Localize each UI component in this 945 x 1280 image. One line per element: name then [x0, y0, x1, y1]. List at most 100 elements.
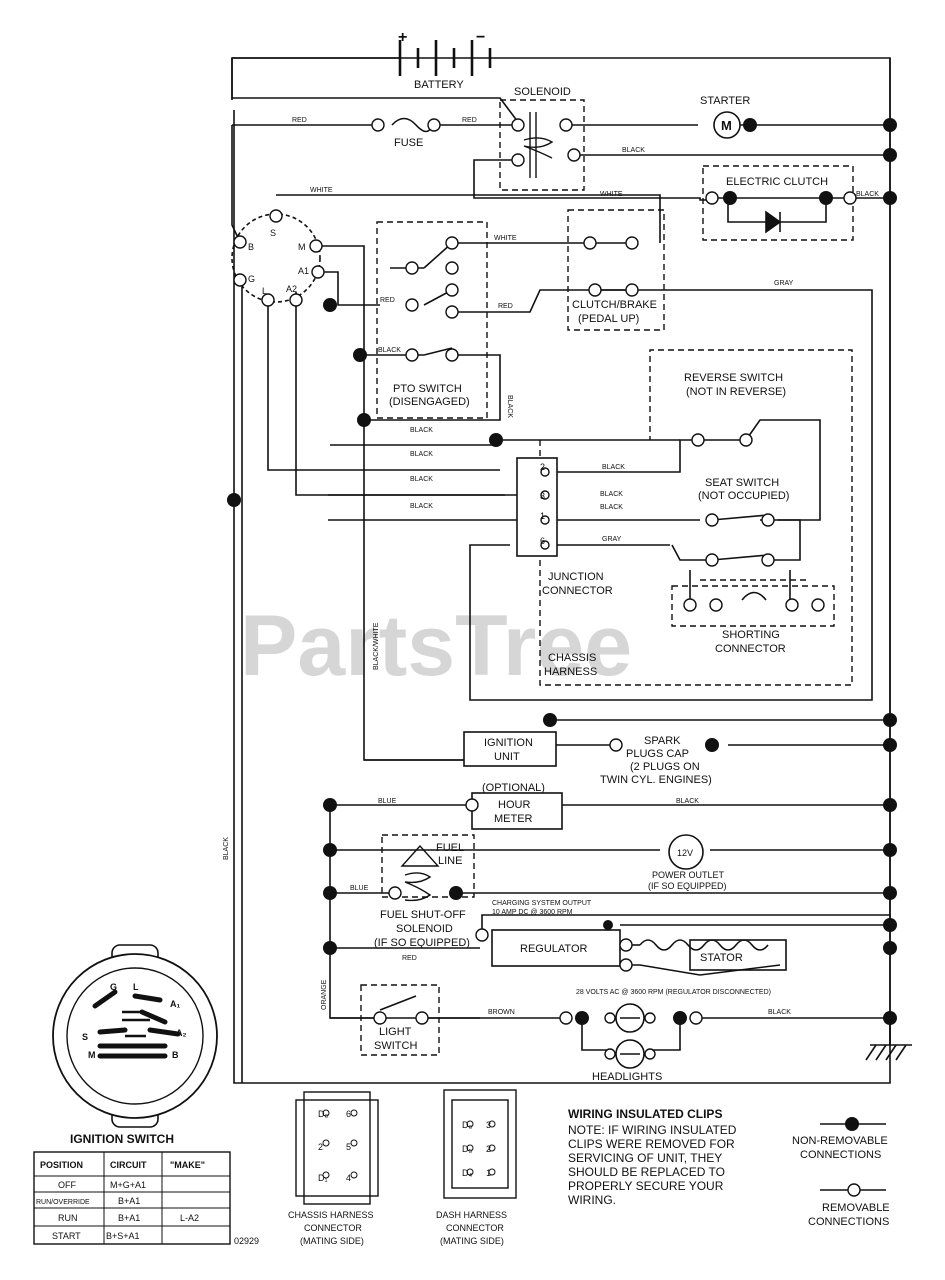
- svg-text:+: +: [398, 29, 407, 46]
- solenoid-label: SOLENOID: [514, 86, 571, 98]
- svg-text:4: 4: [346, 1173, 351, 1183]
- junction-pin-2: 2: [540, 462, 545, 472]
- terminal-a2: A2: [286, 284, 297, 294]
- fuel-shutoff-label-3: (IF SO EQUIPPED): [374, 937, 470, 949]
- hour-meter-optional: (OPTIONAL): [482, 782, 545, 794]
- svg-text:B: B: [172, 1050, 179, 1060]
- dash-harness-connector: [443, 1089, 517, 1199]
- ignition-unit-label-2: UNIT: [494, 751, 520, 763]
- terminal-l: L: [262, 286, 267, 296]
- table-row-3-circuit: B+S+A1: [106, 1231, 140, 1241]
- fuel-line-label: FUEL: [436, 842, 464, 854]
- chassis-harness-connector: [295, 1091, 379, 1205]
- dash-connector-label: DASH HARNESS: [436, 1210, 507, 1220]
- wire-blue-2: BLUE: [350, 885, 369, 892]
- clutch-brake-outline: [567, 209, 665, 331]
- wire-white-3: WHITE: [494, 235, 517, 242]
- terminal-s: S: [270, 228, 276, 238]
- wire-red-5: RED: [402, 955, 417, 962]
- table-row-0-position: OFF: [58, 1180, 76, 1190]
- wire-blue-1: BLUE: [378, 798, 397, 805]
- wire-white-2: WHITE: [600, 191, 623, 198]
- legend-non-removable-2: CONNECTIONS: [800, 1149, 881, 1161]
- svg-text:L: L: [133, 982, 139, 992]
- svg-text:A₂: A₂: [176, 1028, 187, 1038]
- legend-non-removable: NON-REMOVABLE: [792, 1135, 888, 1147]
- power-outlet-note: (IF SO EQUIPPED): [648, 881, 727, 891]
- light-switch-outline: [360, 984, 440, 1056]
- wire-red-4: RED: [498, 303, 513, 310]
- wire-black-pto: BLACK: [506, 395, 513, 418]
- wire-black-9: BLACK: [600, 491, 623, 498]
- junction-pin-1: 1: [540, 511, 545, 521]
- stator-box: [689, 939, 787, 971]
- wire-gray-2: GRAY: [602, 536, 622, 543]
- wire-black-4: BLACK: [410, 427, 433, 434]
- dash-connector-label-3: (MATING SIDE): [440, 1236, 504, 1246]
- note-title: WIRING INSULATED CLIPS: [568, 1107, 722, 1121]
- power-outlet-label: POWER OUTLET: [652, 870, 725, 880]
- svg-text:A₁: A₁: [170, 999, 180, 1009]
- table-header-circuit: CIRCUIT: [110, 1160, 147, 1170]
- junction-connector-label: JUNCTION: [548, 571, 604, 583]
- dash-connector-label-2: CONNECTOR: [446, 1223, 504, 1233]
- chassis-connector-label: CHASSIS HARNESS: [288, 1210, 374, 1220]
- junction-pin-6: 6: [540, 536, 545, 546]
- hour-meter-label: HOUR: [498, 799, 530, 811]
- table-row-3-position: START: [52, 1231, 81, 1241]
- battery-label: BATTERY: [414, 79, 464, 91]
- wire-black-11: BLACK: [676, 798, 699, 805]
- table-header-make: "MAKE": [170, 1160, 205, 1170]
- spark-plugs-label-4: TWIN CYL. ENGINES): [600, 774, 712, 786]
- reverse-switch-state: (NOT IN REVERSE): [686, 386, 786, 398]
- light-switch-label: LIGHT: [379, 1026, 412, 1038]
- wire-black-white: BLACK/WHITE: [373, 622, 380, 670]
- pto-switch-state: (DISENGAGED): [389, 396, 470, 408]
- svg-text:S: S: [82, 1032, 88, 1042]
- fuse-label: FUSE: [394, 137, 423, 149]
- note-line-0: NOTE: IF WIRING INSULATED: [568, 1123, 737, 1137]
- starter-motor: [713, 111, 741, 139]
- note-line-3: SHOULD BE REPLACED TO: [568, 1165, 725, 1179]
- chassis-harness-label-2: HARNESS: [544, 666, 597, 678]
- charging-output-rating: 10 AMP DC @ 3600 RPM: [492, 909, 573, 916]
- note-line-2: SERVICING OF UNIT, THEY: [568, 1151, 722, 1165]
- spark-plugs-label: SPARK: [644, 735, 681, 747]
- note-line-5: WIRING.: [568, 1193, 616, 1207]
- svg-text:3: 3: [486, 1120, 491, 1130]
- terminal-a1: A1: [298, 266, 309, 276]
- table-row-1-position: RUN/OVERRIDE: [36, 1199, 90, 1206]
- shorting-connector-label: SHORTING: [722, 629, 780, 641]
- svg-text:1: 1: [486, 1168, 491, 1178]
- starter-m-label: M: [721, 118, 732, 133]
- wire-black-vertical: BLACK: [223, 837, 230, 860]
- svg-text:2: 2: [318, 1142, 323, 1152]
- table-header-position: POSITION: [40, 1160, 83, 1170]
- wire-white-1: WHITE: [310, 187, 333, 194]
- reverse-switch-label: REVERSE SWITCH: [684, 372, 783, 384]
- headlights-label: HEADLIGHTS: [592, 1071, 662, 1083]
- pto-switch-outline: [376, 221, 488, 419]
- table-row-2-circuit: B+A1: [118, 1213, 140, 1223]
- stator-label: STATOR: [700, 952, 743, 964]
- junction-pin-3: 3: [540, 491, 545, 501]
- wire-black-10: BLACK: [600, 504, 623, 511]
- pto-switch-label: PTO SWITCH: [393, 383, 462, 395]
- wire-red-3: RED: [380, 297, 395, 304]
- wire-black-6: BLACK: [410, 476, 433, 483]
- light-switch-label-2: SWITCH: [374, 1040, 417, 1052]
- starter-label: STARTER: [700, 95, 750, 107]
- solenoid-outline: [499, 99, 585, 191]
- power-outlet: [668, 834, 704, 870]
- terminal-g: G: [248, 274, 255, 284]
- svg-text:D₁: D₁: [318, 1173, 328, 1183]
- fuel-shutoff-label-2: SOLENOID: [396, 923, 453, 935]
- wire-black-8: BLACK: [602, 464, 625, 471]
- terminal-m: M: [298, 242, 306, 252]
- fuel-line-label-2: LINE: [438, 855, 462, 867]
- wire-black-12: BLACK: [768, 1009, 791, 1016]
- seat-switch-label: SEAT SWITCH: [705, 477, 779, 489]
- svg-text:−: −: [476, 29, 485, 46]
- ignition-unit-box: [463, 731, 557, 767]
